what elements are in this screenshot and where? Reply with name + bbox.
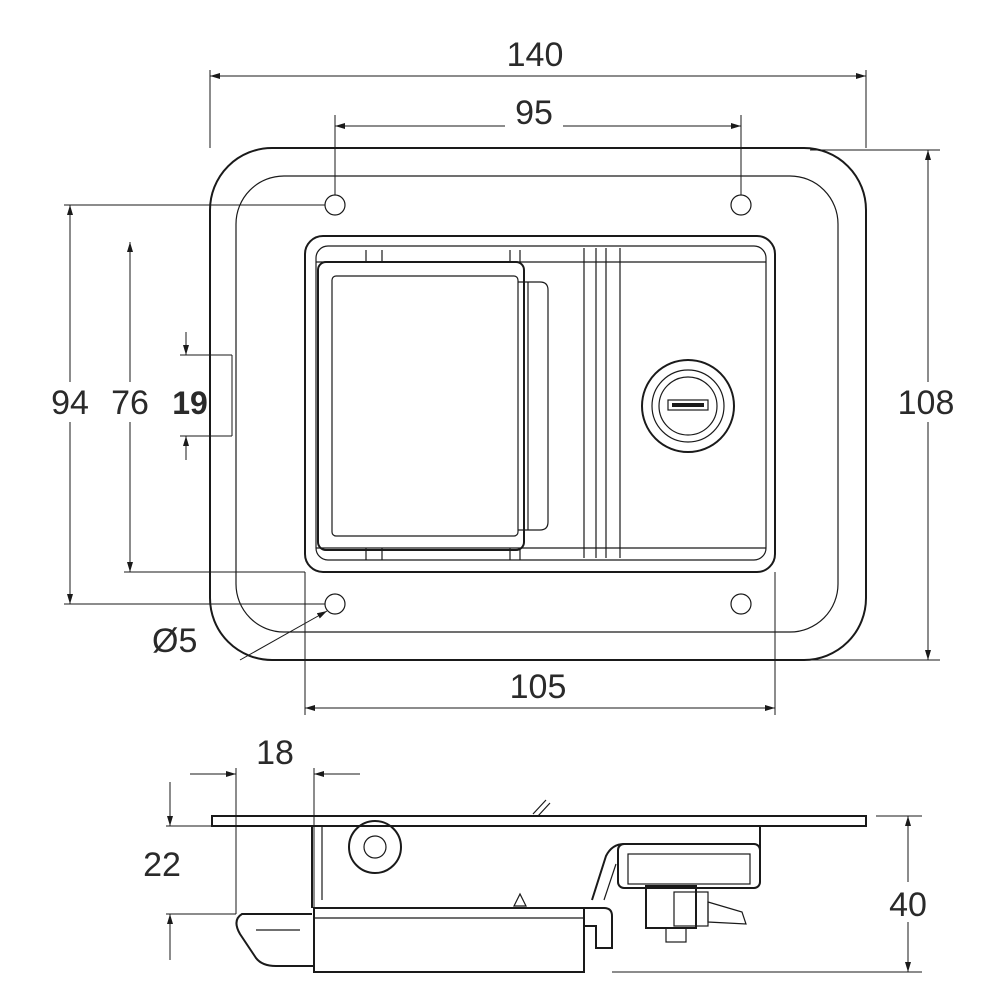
dim-center-offset: 19 — [172, 385, 208, 421]
flange-inner — [235, 175, 839, 633]
side-flange-plate — [211, 815, 867, 827]
mount-hole-bottom-right — [730, 593, 752, 615]
dim-overall-width: 140 — [507, 36, 564, 74]
side-paddle — [313, 907, 585, 973]
paddle-handle — [317, 250, 549, 560]
dim-hole-spacing-vertical: 94 — [51, 384, 89, 422]
side-view: 18 22 40 — [143, 734, 936, 973]
mount-hole-top-right — [730, 194, 752, 216]
mount-hole-bottom-left — [324, 593, 346, 615]
dim-side-depth-upper: 22 — [143, 846, 181, 884]
dim-hole-diameter: Ø5 — [152, 622, 197, 660]
recess-pan-outer — [304, 235, 776, 573]
flange-outer — [209, 147, 867, 661]
dim-side-depth-total: 40 — [889, 886, 927, 924]
side-body — [311, 825, 761, 908]
recess-pan-inner — [315, 245, 767, 561]
dim-hole-spacing-top: 95 — [515, 94, 553, 132]
dim-recess-height: 76 — [111, 384, 149, 422]
key-lock-icon — [641, 359, 735, 453]
dim-recess-width: 105 — [510, 668, 567, 706]
dim-overall-height: 108 — [898, 384, 955, 422]
front-view: 140 95 94 76 19 108 Ø5 105 — [44, 36, 960, 715]
mount-hole-top-left — [324, 194, 346, 216]
dim-side-offset: 18 — [256, 734, 294, 772]
